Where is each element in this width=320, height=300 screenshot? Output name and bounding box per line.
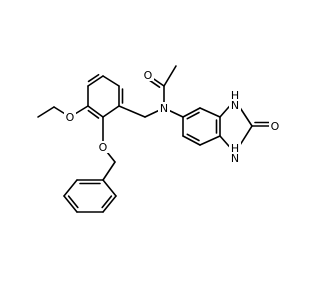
ring1-bond-6: [102, 105, 120, 118]
carbonyl-oxygen-label-background: [142, 69, 154, 81]
urea-oxygen-label-background: [269, 120, 281, 132]
ring1-bond-5: [87, 105, 104, 118]
ethoxy-oxygen-label-background: [64, 111, 76, 123]
ring2-bond-6: [102, 179, 117, 197]
ring2-bond-3-inner: [67, 195, 79, 209]
amide-nitrogen-label: N: [160, 102, 168, 115]
ring2-bond-5-inner: [101, 195, 113, 209]
carbonyl-oxygen-label: O: [144, 69, 153, 82]
acetyl-methyl-bond: [163, 65, 177, 87]
bim-ring-bond-1-inner: [186, 111, 200, 120]
ring2-bond-2: [63, 179, 78, 197]
ring1-bond-5-inner: [87, 109, 100, 119]
methylene-ring-bond: [118, 105, 146, 118]
bim-ring-bond-5: [182, 135, 201, 146]
ring2-bond-3: [63, 195, 78, 213]
bim-ring-bond-1: [182, 107, 201, 118]
ring1-bond-3-inner: [87, 73, 100, 83]
bim-ring-bond-2: [199, 107, 221, 118]
amide-nitrogen-label-background: [158, 102, 170, 114]
nh-bottom-label-background: [229, 142, 241, 164]
ring2-bond-5: [102, 195, 117, 213]
benzyloxy-ring-bond: [102, 161, 116, 181]
bim-ring-bond-5-inner: [186, 133, 200, 142]
bond-layer: [37, 65, 276, 213]
ring1-bond-3: [87, 75, 104, 87]
bim-ring-bond-4: [199, 135, 221, 146]
nh-top-label-background: [229, 89, 241, 111]
ethoxy-oxygen-label: O: [66, 111, 75, 124]
benzyloxy-oxygen-label-background: [97, 141, 109, 153]
benzyloxy-oxygen-label: O: [99, 141, 108, 154]
urea-oxygen-label: O: [271, 120, 280, 133]
ring1-bond-2: [102, 75, 120, 87]
ethoxy-ch3-bond: [37, 106, 55, 118]
